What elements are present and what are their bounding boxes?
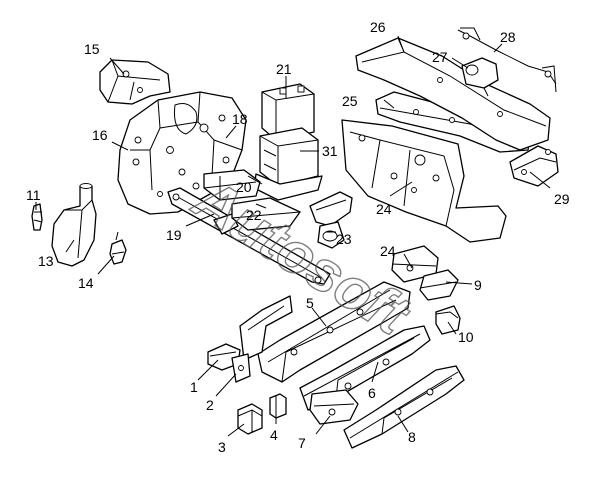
callout-10: 10 — [458, 329, 474, 345]
callout-28: 27 — [432, 49, 448, 65]
callout-29: 28 — [500, 29, 516, 45]
part-2-plate — [231, 353, 251, 383]
callout-30: 29 — [554, 191, 570, 207]
part-15-bracket — [99, 59, 171, 105]
part-3-rubber-mount — [237, 403, 263, 435]
part-10-block — [435, 305, 461, 335]
part-9-mount — [419, 269, 459, 301]
callout-24: 24 — [380, 243, 396, 259]
callout-16: 16 — [92, 127, 108, 143]
callout-9: 9 — [474, 277, 482, 293]
part-28-wiper-motor — [461, 57, 499, 97]
part-8-rail-extension — [343, 365, 465, 449]
part-5-left-frame-rail — [257, 281, 411, 383]
callout-3: 3 — [218, 439, 226, 455]
callout-11: 11 — [26, 187, 41, 203]
part-4-rubber-mount — [269, 393, 287, 419]
part-29-wiper-linkage — [457, 27, 557, 93]
callout-27: 26 — [370, 19, 386, 35]
callout-2: 2 — [206, 397, 214, 413]
callout-1: 1 — [190, 379, 198, 395]
part-30-bracket — [509, 145, 559, 187]
callout-31: 31 — [322, 143, 338, 159]
part-20-22-brackets — [203, 169, 301, 231]
callout-5: 5 — [306, 295, 314, 311]
callouts: 15 16 18 11 13 14 19 20 21 22 23 31 25 2… — [26, 19, 570, 455]
part-21-battery — [261, 83, 315, 141]
callout-13: 13 — [38, 253, 54, 269]
part-7-bracket — [309, 389, 359, 425]
part-19-cross-member — [167, 187, 331, 285]
callout-6: 6 — [368, 385, 376, 401]
callout-26: 25 — [342, 93, 358, 109]
part-6-right-frame-rail — [299, 325, 431, 411]
callout-25: 24 — [376, 201, 392, 217]
callout-23: 23 — [336, 231, 352, 247]
callout-4: 4 — [270, 427, 278, 443]
callout-18: 18 — [232, 111, 248, 127]
callout-22: 22 — [246, 207, 262, 223]
callout-19: 19 — [166, 227, 182, 243]
part-25-dash-panel — [341, 119, 507, 243]
callout-8: 8 — [408, 429, 416, 445]
part-13-washer-reservoir — [51, 183, 97, 267]
callout-14: 14 — [78, 275, 94, 291]
leader-lines — [35, 35, 551, 437]
part-11-clip — [31, 203, 43, 231]
callout-20: 20 — [236, 179, 252, 195]
part-23-mount — [309, 191, 353, 249]
callout-21: 21 — [276, 61, 292, 77]
part-14-washer-pump — [109, 231, 127, 265]
callout-7: 7 — [298, 435, 306, 451]
callout-15: 15 — [84, 41, 100, 57]
part-31-battery-tray — [253, 127, 323, 201]
